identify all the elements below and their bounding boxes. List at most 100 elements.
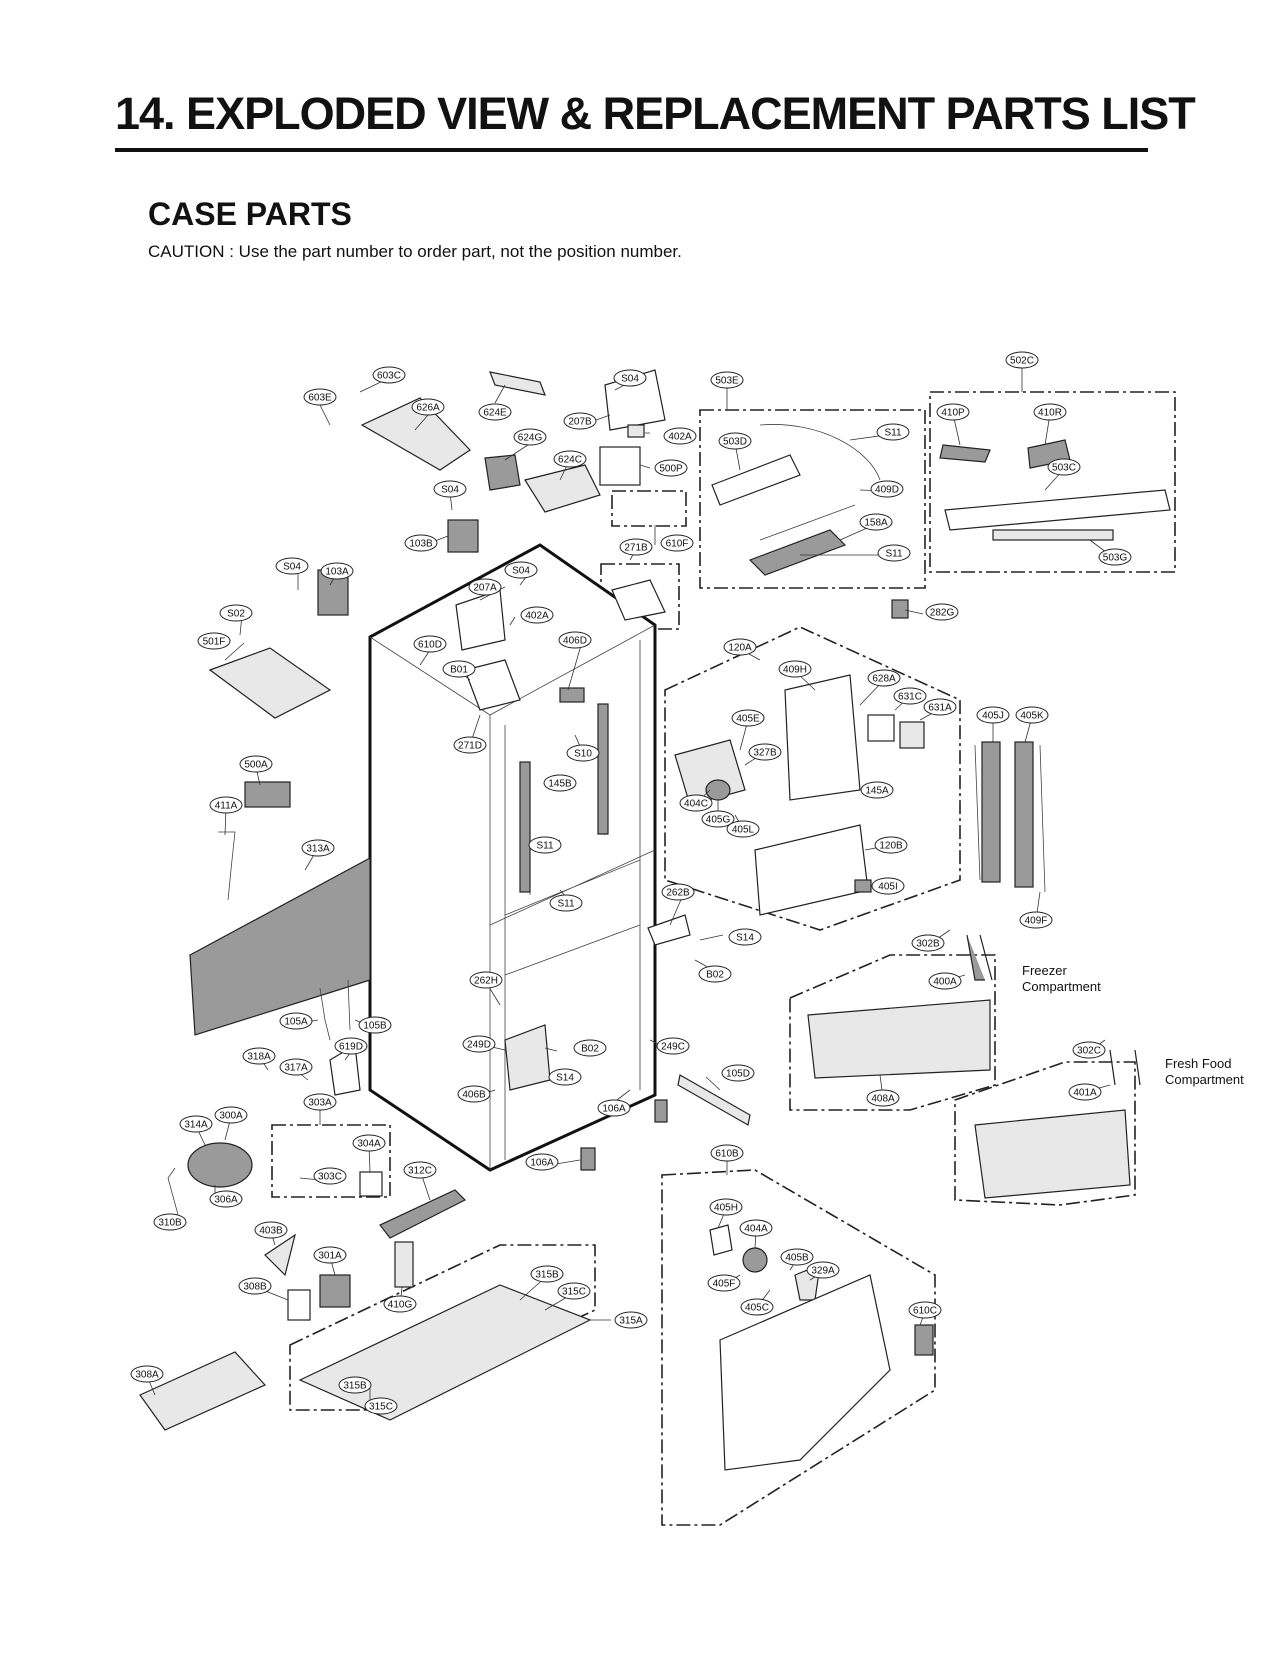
part-402a-top: [627, 424, 645, 438]
part-308b: [287, 1289, 311, 1321]
part-626a: [360, 397, 471, 471]
part-301a: [319, 1274, 351, 1308]
svg-text:628A: 628A: [872, 674, 896, 685]
callout-308a: 308A: [130, 1365, 164, 1383]
svg-text:314A: 314A: [184, 1120, 208, 1131]
svg-text:158A: 158A: [864, 518, 888, 529]
callout-410p: 410P: [936, 403, 970, 421]
callout-500p: 500P: [654, 459, 688, 477]
callout-b02-a: B02: [698, 965, 732, 983]
part-624e: [489, 371, 546, 396]
part-631a: [899, 721, 925, 749]
callout-271b: 271B: [619, 538, 653, 556]
callout-315c-b: 315C: [364, 1397, 398, 1415]
part-145b-left: [519, 761, 531, 893]
part-103b: [447, 519, 479, 553]
svg-text:410G: 410G: [388, 1300, 413, 1311]
svg-text:405K: 405K: [1020, 711, 1044, 722]
svg-text:624C: 624C: [558, 455, 582, 466]
svg-text:401A: 401A: [1073, 1088, 1097, 1099]
callout-408a: 408A: [866, 1089, 900, 1107]
svg-text:403B: 403B: [259, 1226, 283, 1237]
svg-text:312C: 312C: [408, 1166, 432, 1177]
callout-b01: B01: [442, 660, 476, 678]
callout-s14-a: S14: [728, 928, 762, 946]
callout-501f: 501F: [197, 632, 231, 650]
svg-text:207A: 207A: [473, 583, 497, 594]
svg-text:315C: 315C: [562, 1287, 586, 1298]
callout-500a: 500A: [239, 755, 273, 773]
part-106a-top: [654, 1099, 668, 1123]
part-631c: [867, 714, 895, 742]
part-501f: [208, 647, 332, 719]
callout-315b-a: 315B: [530, 1265, 564, 1283]
callout-s04-c: S04: [275, 557, 309, 575]
svg-text:105B: 105B: [363, 1021, 387, 1032]
svg-text:631C: 631C: [898, 692, 922, 703]
callout-105a: 105A: [279, 1012, 313, 1030]
svg-text:262H: 262H: [474, 976, 498, 987]
part-105b: [347, 979, 351, 1031]
svg-text:405L: 405L: [732, 825, 755, 836]
callout-300a: 300A: [214, 1106, 248, 1124]
group-502c: [929, 391, 1176, 573]
svg-text:310B: 310B: [158, 1218, 182, 1229]
callout-106a-a: 106A: [597, 1099, 631, 1117]
part-308a: [139, 1351, 266, 1431]
svg-text:315A: 315A: [619, 1316, 643, 1327]
callout-s11-a: S11: [528, 836, 562, 854]
svg-text:631A: 631A: [928, 703, 952, 714]
svg-text:315C: 315C: [369, 1402, 393, 1413]
svg-text:S11: S11: [536, 841, 553, 852]
svg-text:145A: 145A: [865, 786, 889, 797]
svg-text:502C: 502C: [1010, 356, 1034, 367]
callout-249c: 249C: [656, 1037, 690, 1055]
svg-text:315B: 315B: [343, 1381, 367, 1392]
callout-503c: 503C: [1047, 458, 1081, 476]
svg-text:120A: 120A: [728, 643, 752, 654]
svg-text:271B: 271B: [624, 543, 648, 554]
part-408a: [807, 999, 991, 1079]
part-120a: [784, 674, 861, 801]
callout-310b: 310B: [153, 1213, 187, 1231]
callout-s02: S02: [219, 604, 253, 622]
svg-text:S11: S11: [885, 549, 902, 560]
callout-262h: 262H: [469, 971, 503, 989]
svg-text:405G: 405G: [706, 815, 731, 826]
callout-317a: 317A: [279, 1058, 313, 1076]
svg-text:404A: 404A: [744, 1224, 768, 1235]
callout-318a: 318A: [242, 1047, 276, 1065]
part-500p: [599, 446, 641, 486]
part-405h: [709, 1224, 733, 1256]
svg-text:327B: 327B: [753, 748, 777, 759]
part-304a: [359, 1171, 383, 1197]
svg-text:303C: 303C: [318, 1172, 342, 1183]
callout-401a: 401A: [1068, 1083, 1102, 1101]
group-302b: [789, 954, 996, 1111]
part-624c: [524, 464, 601, 513]
svg-text:503G: 503G: [1103, 553, 1128, 564]
callout-s11-d: S11: [877, 544, 911, 562]
part-410p: [939, 444, 991, 463]
part-503g: [992, 529, 1114, 541]
group-610b: [661, 1169, 936, 1526]
callout-502c: 502C: [1005, 351, 1039, 369]
svg-text:S14: S14: [736, 933, 754, 944]
svg-text:409H: 409H: [783, 665, 807, 676]
callout-405i: 405I: [871, 877, 905, 895]
callout-306a: 306A: [209, 1190, 243, 1208]
freezer-label-line1: Freezer: [1022, 963, 1067, 978]
part-271b: [611, 579, 666, 621]
callout-308b: 308B: [238, 1277, 272, 1295]
part-271d: [464, 659, 521, 711]
svg-text:304A: 304A: [357, 1139, 381, 1150]
callout-503d: 503D: [718, 432, 752, 450]
part-405k: [1014, 741, 1034, 888]
callout-105d: 105D: [721, 1064, 755, 1082]
part-105a: [319, 987, 331, 1041]
callout-s04-a: S04: [613, 369, 647, 387]
svg-text:624E: 624E: [483, 408, 507, 419]
svg-text:106A: 106A: [602, 1104, 626, 1115]
callout-610f: 610F: [660, 534, 694, 552]
part-fresh-evaporator: [974, 1109, 1131, 1199]
